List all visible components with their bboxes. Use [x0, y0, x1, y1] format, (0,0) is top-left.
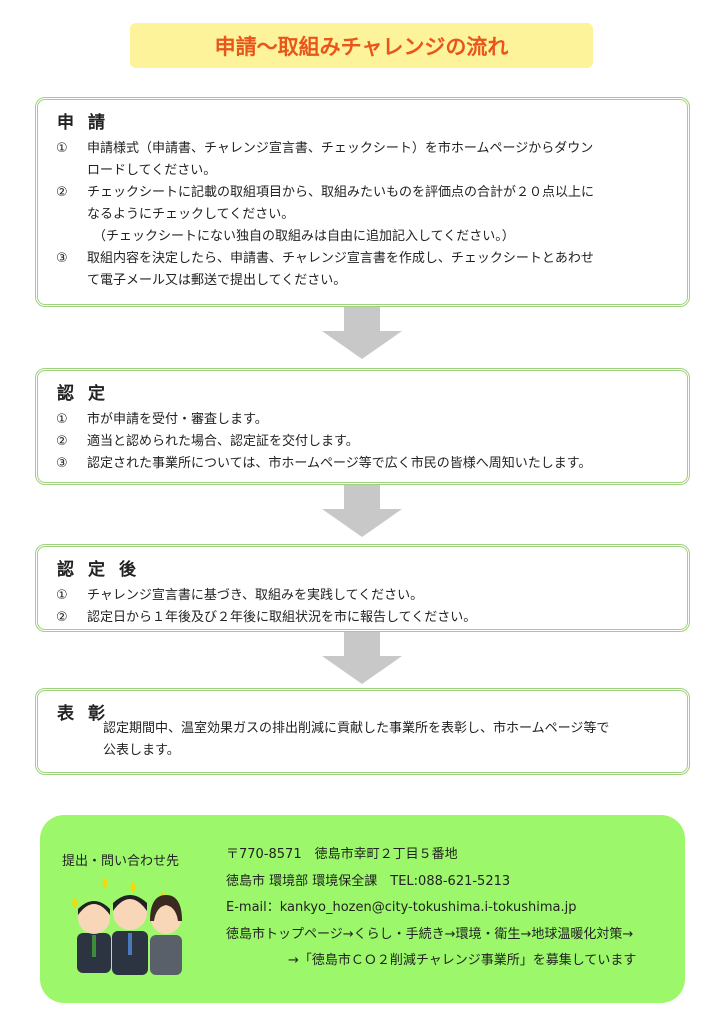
- step-item-line: ロードしてください。: [56, 160, 671, 182]
- item-text: 認定日から１年後及び２年後に取組状況を市に報告してください。: [87, 610, 477, 625]
- step-item-line: ① 申請様式（申請書、チャレンジ宣言書、チェックシート）を市ホームページからダウン: [56, 138, 671, 160]
- item-number: ①: [56, 141, 68, 156]
- step-item-line: ③ 認定された事業所については、市ホームページ等で広く市民の皆様へ周知いたします。: [56, 453, 671, 475]
- indent: [56, 718, 103, 740]
- contact-line: 徳島市 環境部 環境保全課 TEL:088-621-5213: [226, 873, 511, 889]
- item-text: なるようにチェックしてください。: [87, 207, 295, 222]
- indent: [56, 226, 87, 248]
- item-text: （チェックシートにない独自の取組みは自由に追加記入してください。）: [93, 229, 515, 244]
- item-text: チャレンジ宣言書に基づき、取組みを実践してください。: [87, 588, 424, 603]
- step-3-box: 認定後 ① チャレンジ宣言書に基づき、取組みを実践してください。 ② 認定日から１年後…: [35, 544, 690, 632]
- step-item-line: 認定期間中、温室効果ガスの排出削減に貢献した事業所を表彰し、市ホームページ等で: [56, 718, 671, 740]
- contact-line: 徳島市トップページ→くらし・手続き→環境・衛生→地球温暖化対策→: [226, 926, 634, 942]
- down-arrow-icon: [322, 632, 402, 684]
- step-item-line: ② 認定日から１年後及び２年後に取組状況を市に報告してください。: [56, 607, 671, 629]
- item-text: 申請様式（申請書、チャレンジ宣言書、チェックシート）を市ホームページからダウン: [87, 141, 594, 156]
- item-text: 適当と認められた場合、認定証を交付します。: [87, 434, 359, 449]
- item-number: ③: [56, 251, 68, 266]
- step-item-line: ② チェックシートに記載の取組項目から、取組みたいものを評価点の合計が２０点以上に: [56, 182, 671, 204]
- contact-line[interactable]: E-mail：kankyo_hozen@city-tokushima.i-tok…: [226, 900, 577, 915]
- step-2-box: 認定 ① 市が申請を受付・審査します。 ② 適当と認められた場合、認定証を交付します。…: [35, 368, 690, 485]
- contact-panel: 提出・問い合わせ先 〒770-8571 徳島市幸町２丁目５番地徳島市 環境部 環…: [40, 815, 685, 1003]
- item-number: ①: [56, 412, 68, 427]
- item-text: て電子メール又は郵送で提出してください。: [87, 273, 347, 288]
- indent: [56, 160, 87, 182]
- contact-line: 〒770-8571 徳島市幸町２丁目５番地: [226, 847, 458, 862]
- item-number: ①: [56, 588, 68, 603]
- item-text: 取組内容を決定したら、申請書、チャレンジ宣言書を作成し、チェックシートとあわせ: [87, 251, 594, 266]
- page-title: 申請～取組みチャレンジの流れ: [130, 23, 593, 68]
- step-item-line: て電子メール又は郵送で提出してください。: [56, 270, 671, 292]
- item-text: ロードしてください。: [87, 163, 217, 178]
- indent: [56, 270, 87, 292]
- step-item-line: ① 市が申請を受付・審査します。: [56, 409, 671, 431]
- business-people-illustration-icon: [72, 877, 182, 975]
- item-number: ②: [56, 185, 68, 200]
- item-text: チェックシートに記載の取組項目から、取組みたいものを評価点の合計が２０点以上に: [87, 185, 595, 200]
- step-heading: 表彰: [57, 704, 119, 724]
- indent: [56, 204, 87, 226]
- step-heading: 認定後: [57, 560, 150, 580]
- step-item-line: ② 適当と認められた場合、認定証を交付します。: [56, 431, 671, 453]
- item-text: 公表します。: [103, 743, 180, 758]
- step-1-box: 申請 ① 申請様式（申請書、チャレンジ宣言書、チェックシート）を市ホームページから…: [35, 97, 690, 307]
- item-text: 認定期間中、温室効果ガスの排出削減に貢献した事業所を表彰し、市ホームページ等で: [103, 721, 610, 736]
- contact-label: 提出・問い合わせ先: [62, 854, 180, 869]
- item-text: 認定された事業所については、市ホームページ等で広く市民の皆様へ周知いたします。: [87, 456, 592, 471]
- down-arrow-icon: [322, 485, 402, 537]
- contact-line: →「徳島市ＣＯ２削減チャレンジ事業所」を募集しています: [288, 953, 637, 968]
- item-number: ②: [56, 610, 68, 625]
- down-arrow-icon: [322, 307, 402, 359]
- item-number: ③: [56, 456, 68, 471]
- step-item-line: ③ 取組内容を決定したら、申請書、チャレンジ宣言書を作成し、チェックシートとあわせ: [56, 248, 671, 270]
- step-heading: 申請: [57, 113, 119, 133]
- item-number: ②: [56, 434, 68, 449]
- step-item-line: （チェックシートにない独自の取組みは自由に追加記入してください。）: [56, 226, 671, 248]
- step-4-box: 表彰 認定期間中、温室効果ガスの排出削減に貢献した事業所を表彰し、市ホームページ…: [35, 688, 690, 775]
- step-item-line: 公表します。: [56, 740, 671, 762]
- item-text: 市が申請を受付・審査します。: [87, 412, 268, 427]
- step-heading: 認定: [57, 384, 119, 404]
- step-item-line: なるようにチェックしてください。: [56, 204, 671, 226]
- indent: [56, 740, 103, 762]
- step-item-line: ① チャレンジ宣言書に基づき、取組みを実践してください。: [56, 585, 671, 607]
